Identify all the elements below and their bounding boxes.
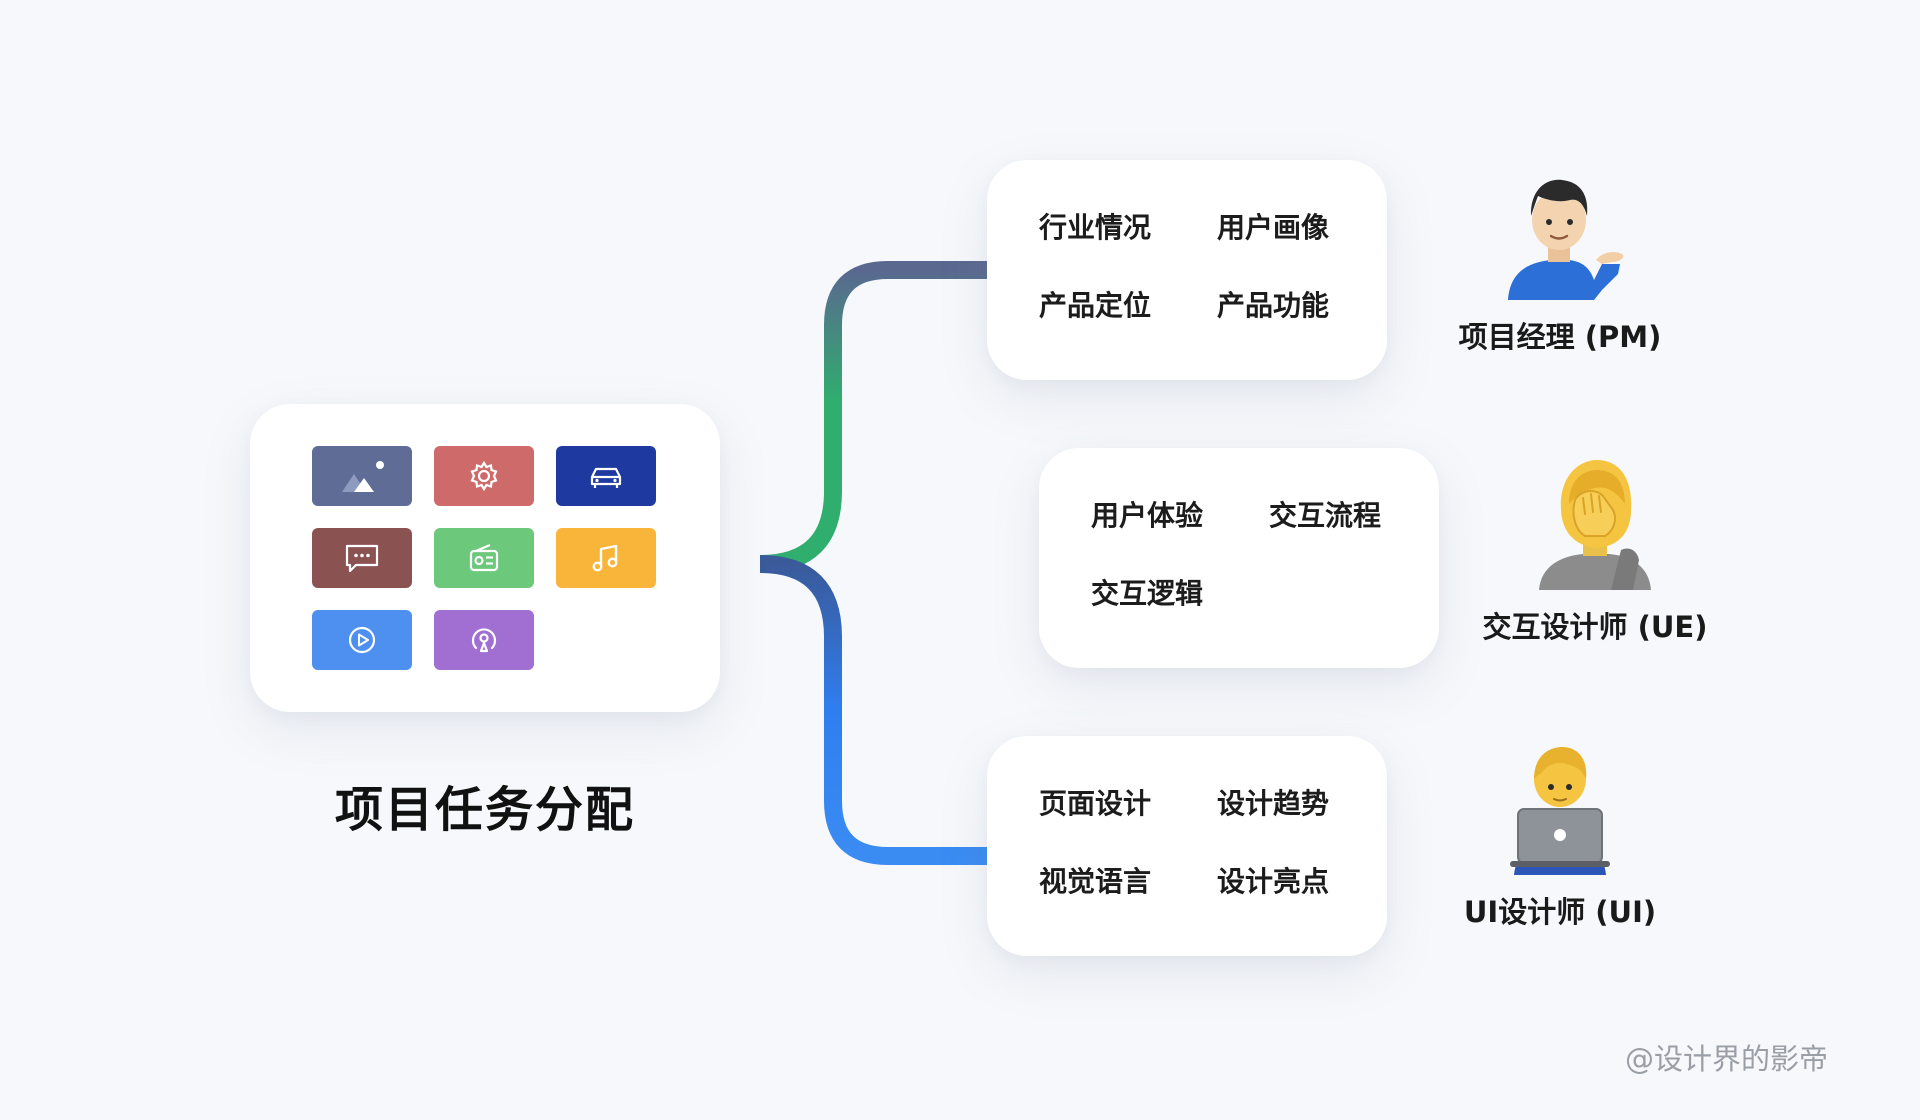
person-facepalming-emoji-icon [1539, 460, 1651, 590]
technologist-laptop-emoji-icon [1510, 747, 1610, 875]
connector-top [759, 261, 990, 573]
app-tile-settings[interactable] [434, 446, 534, 506]
role-label: 交互设计师 (UE) [1482, 610, 1708, 644]
task-item: 页面设计 [1039, 787, 1152, 820]
task-item: 交互流程 [1269, 499, 1382, 532]
podcast-icon [471, 628, 497, 653]
task-item: 设计趋势 [1217, 787, 1330, 820]
task-item: 用户画像 [1217, 211, 1330, 244]
connector-bottom [759, 555, 990, 865]
play-icon [348, 626, 376, 654]
task-item: 交互逻辑 [1091, 577, 1204, 610]
landscape-image-icon [342, 461, 384, 492]
task-item: 产品功能 [1217, 289, 1330, 322]
gear-icon [470, 460, 498, 492]
app-icon-grid [312, 446, 656, 670]
task-card-pm: 行业情况 用户画像 产品定位 产品功能 [987, 160, 1387, 380]
diagram-title: 项目任务分配 [334, 782, 635, 838]
music-note-icon [592, 544, 618, 572]
task-card-ui: 页面设计 设计趋势 视觉语言 设计亮点 [987, 736, 1387, 956]
role-label: 项目经理 (PM) [1458, 320, 1662, 354]
task-item: 视觉语言 [1039, 865, 1152, 898]
chat-bubble-icon [345, 544, 379, 573]
app-tile-car[interactable] [556, 446, 656, 506]
task-item: 产品定位 [1039, 289, 1152, 322]
app-icons-card [250, 404, 720, 712]
task-item: 设计亮点 [1217, 865, 1330, 898]
role-ui: UI设计师 (UI) [1440, 735, 1680, 931]
role-pm: 项目经理 (PM) [1440, 160, 1680, 356]
car-icon [590, 467, 622, 488]
app-tile-music[interactable] [556, 528, 656, 588]
role-ue: 交互设计师 (UE) [1460, 450, 1730, 646]
app-tile-podcast[interactable] [434, 610, 534, 670]
radio-icon [469, 543, 499, 572]
man-tipping-hand-emoji-icon [1508, 179, 1624, 300]
app-tile-radio[interactable] [434, 528, 534, 588]
app-tile-message[interactable] [312, 528, 412, 588]
task-item: 行业情况 [1039, 211, 1152, 244]
task-card-ue: 用户体验 交互流程 交互逻辑 [1039, 448, 1439, 668]
app-tile-image[interactable] [312, 446, 412, 506]
watermark: @设计界的影帝 [1624, 1042, 1828, 1076]
task-item: 用户体验 [1091, 499, 1204, 532]
role-label: UI设计师 (UI) [1463, 895, 1657, 929]
app-tile-video[interactable] [312, 610, 412, 670]
